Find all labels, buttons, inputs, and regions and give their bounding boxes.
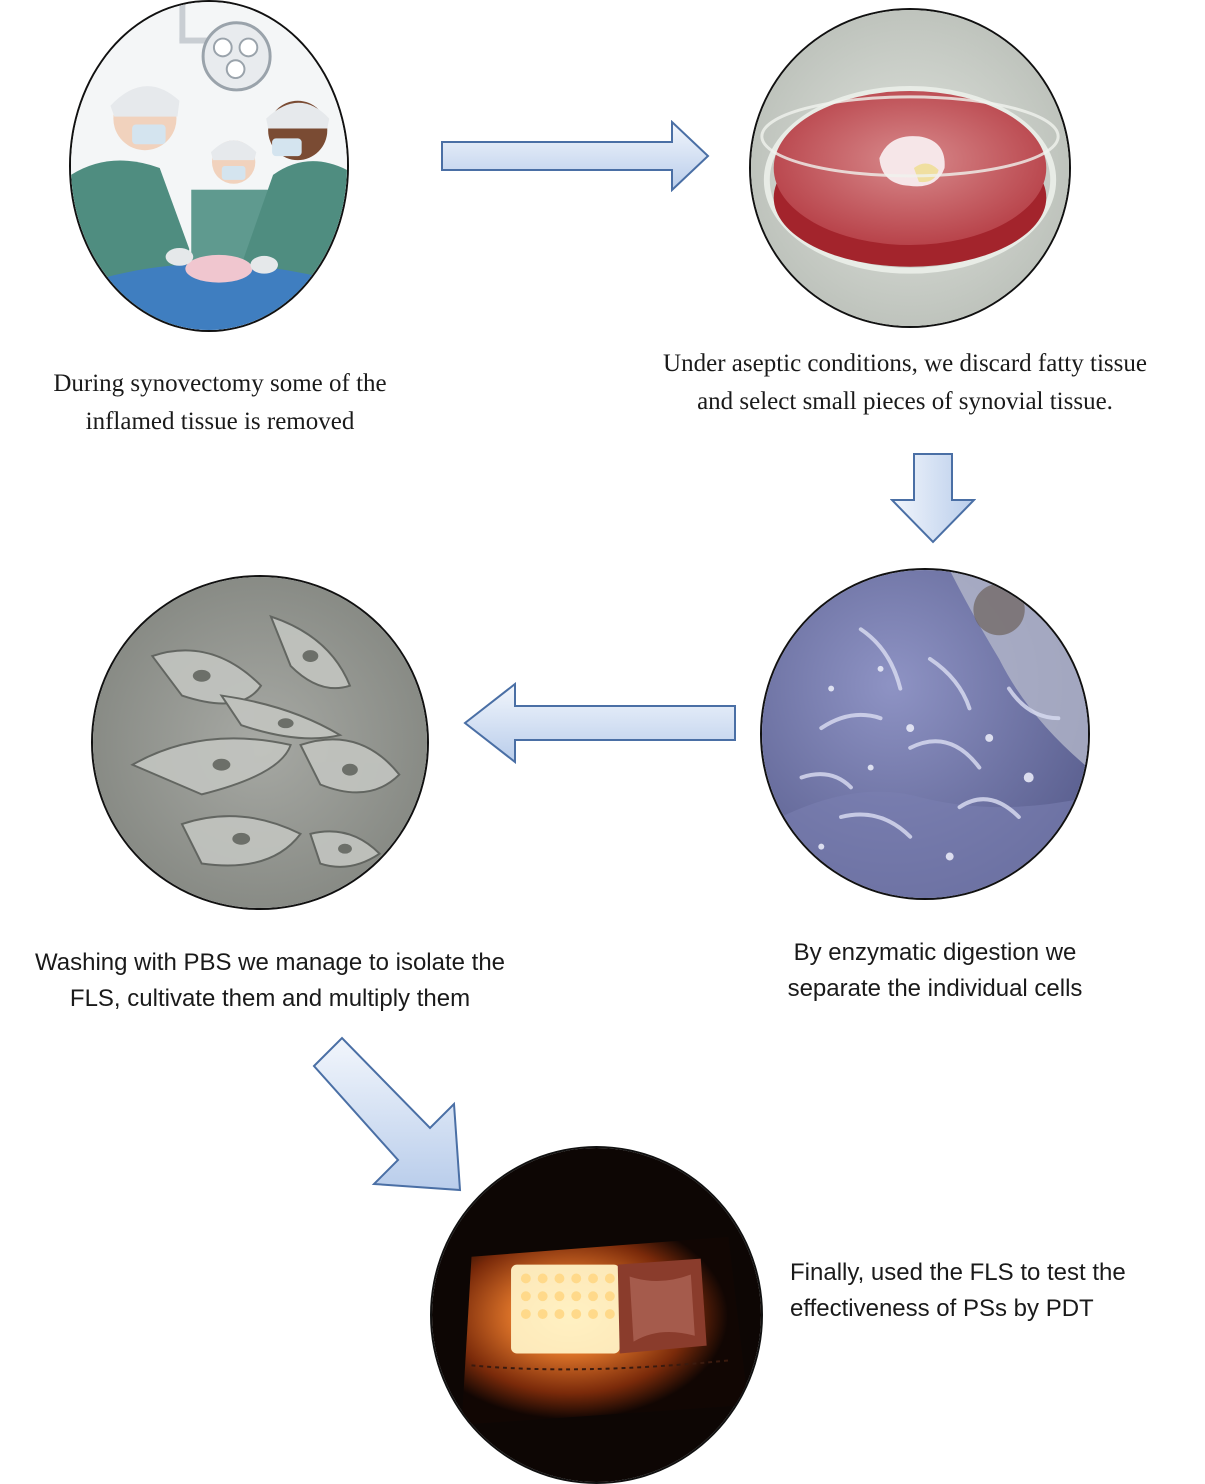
caption-petri-line-2: and select small pieces of synovial tiss… (610, 383, 1200, 421)
digestion-photo-frame (760, 568, 1090, 900)
caption-digestion: By enzymatic digestion we separate the i… (760, 935, 1110, 1007)
caption-surgery-line-2: inflamed tissue is removed (20, 403, 420, 441)
caption-pdt-line-1: Finally, used the FLS to test the (790, 1255, 1190, 1291)
caption-culture: Washing with PBS we manage to isolate th… (0, 945, 540, 1017)
pdt-photo-frame (430, 1146, 763, 1484)
surgery-team-illustration (71, 2, 347, 330)
caption-surgery-line-1: During synovectomy some of the (20, 365, 420, 403)
petri-dish-photo (751, 10, 1069, 326)
caption-pdt: Finally, used the FLS to test the effect… (790, 1255, 1190, 1327)
arrow-left (463, 682, 737, 764)
fls-culture-photo (93, 577, 427, 908)
petri-dish-photo-frame (749, 8, 1071, 328)
arrow-right (440, 120, 712, 192)
surgery-illustration (69, 0, 349, 332)
caption-digestion-line-2: separate the individual cells (760, 971, 1110, 1007)
caption-pdt-line-2: effectiveness of PSs by PDT (790, 1291, 1190, 1327)
caption-culture-line-2: FLS, cultivate them and multiply them (0, 981, 540, 1017)
caption-petri-line-1: Under aseptic conditions, we discard fat… (610, 345, 1200, 383)
caption-culture-line-1: Washing with PBS we manage to isolate th… (0, 945, 540, 981)
pdt-light-plate-photo (432, 1148, 761, 1482)
caption-petri: Under aseptic conditions, we discard fat… (610, 345, 1200, 420)
arrow-diagonal-down-right (312, 1036, 462, 1192)
arrow-down (890, 452, 976, 544)
microscope-digestion-photo (762, 570, 1088, 898)
culture-photo-frame (91, 575, 429, 910)
caption-digestion-line-1: By enzymatic digestion we (760, 935, 1110, 971)
caption-surgery: During synovectomy some of the inflamed … (20, 365, 420, 440)
